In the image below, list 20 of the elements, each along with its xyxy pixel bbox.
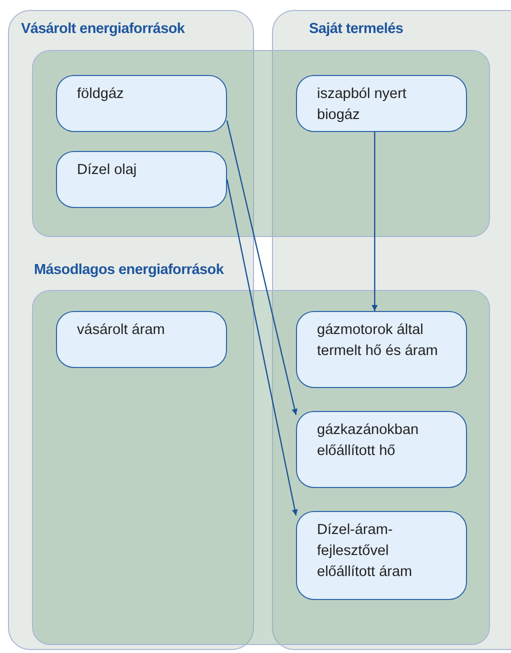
process-box [296,411,467,488]
section-heading: Saját termelés [309,21,404,37]
process-box [296,511,467,600]
process-box [296,75,467,132]
process-box [56,75,227,132]
box-label: iszapból nyert biogáz [317,86,406,123]
box-label: földgáz [77,86,124,102]
box-label: Dízel-áram-fejlesztővel előállított áram [317,522,412,580]
box-label: Dízel olaj [77,162,137,178]
box-label: vásárolt áram [77,322,165,338]
box-label: gázmotorok által termelt hő és áram [317,322,438,359]
arrow [226,179,298,516]
process-box [56,151,227,208]
section-heading: Vásárolt energiaforrások [21,21,185,37]
section-heading: Másodlagos energiaforrások [34,262,224,278]
process-box [56,311,227,368]
box-label: gázkazánokban előállított hő [317,422,419,459]
arrow [372,132,378,311]
arrow [226,120,298,415]
process-box [296,311,467,388]
